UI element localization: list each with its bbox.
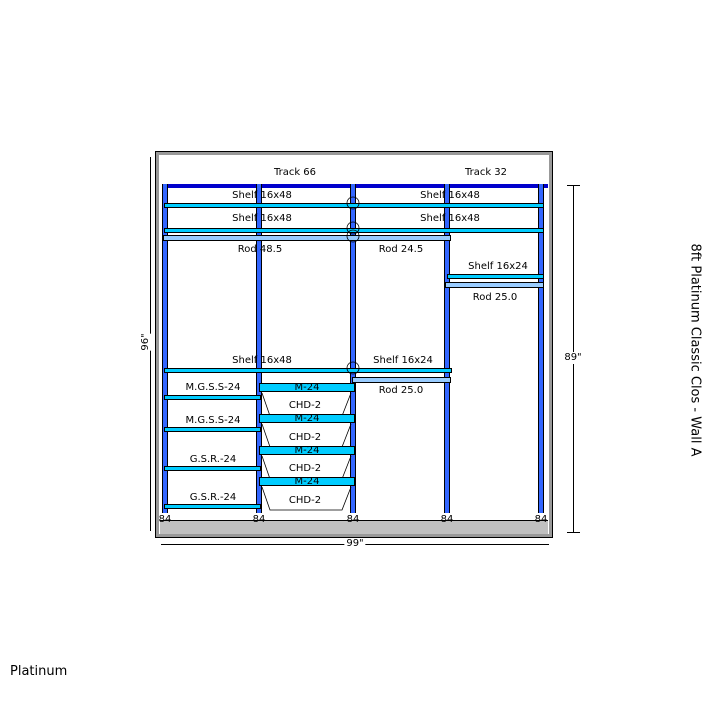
rod[interactable] <box>352 377 451 383</box>
shelf[interactable] <box>164 395 261 400</box>
shelf[interactable] <box>164 368 452 373</box>
upright[interactable] <box>444 184 450 513</box>
drawer-label: M-24 <box>294 476 320 487</box>
basket-label: CHD-2 <box>288 463 322 474</box>
shelf-label: Shelf 16x24 <box>373 355 433 366</box>
shelf[interactable] <box>164 504 261 509</box>
drawer[interactable]: M-24 <box>259 445 355 456</box>
upright-label: 84 <box>440 514 454 525</box>
shelf-label: Shelf 16x24 <box>468 261 528 272</box>
rod-label: Rod 24.5 <box>378 244 424 255</box>
wall-title: 8ft Platinum Classic Clos - Wall A <box>687 243 703 457</box>
shelf-label: Shelf 16x48 <box>232 190 292 201</box>
shelf-label: M.G.S.S-24 <box>185 415 241 426</box>
basket-label: CHD-2 <box>288 400 322 411</box>
shelf[interactable] <box>164 228 544 233</box>
upright-label: 84 <box>534 514 548 525</box>
shelf-label: Shelf 16x48 <box>420 213 480 224</box>
shelf-label: Shelf 16x48 <box>232 355 292 366</box>
shelf[interactable] <box>447 274 544 279</box>
dimension-label-right: 89" <box>564 352 582 364</box>
drawer-label: M-24 <box>294 382 320 393</box>
shelf-label: G.S.R.-24 <box>189 492 237 503</box>
rod-label: Rod 25.0 <box>378 385 424 396</box>
shelf[interactable] <box>164 466 261 471</box>
drawer[interactable]: M-24 <box>259 476 355 487</box>
upright[interactable] <box>162 184 168 513</box>
upright[interactable] <box>350 184 356 513</box>
drawer-label: M-24 <box>294 413 320 424</box>
drawer[interactable]: M-24 <box>259 382 355 393</box>
upright-label: 84 <box>346 514 360 525</box>
floor <box>160 520 548 534</box>
rod-label: Rod 48.5 <box>237 244 283 255</box>
shelf-label: Shelf 16x48 <box>232 213 292 224</box>
upright[interactable] <box>538 184 544 513</box>
track-label: Track 32 <box>464 167 508 178</box>
basket-label: CHD-2 <box>288 495 322 506</box>
upright-label: 84 <box>252 514 266 525</box>
dimension-label-bottom: 99" <box>344 538 366 550</box>
shelf[interactable] <box>164 427 261 432</box>
upright-label: 84 <box>158 514 172 525</box>
drawer[interactable]: M-24 <box>259 413 355 424</box>
drawer-label: M-24 <box>294 445 320 456</box>
rod[interactable] <box>445 282 544 288</box>
dimension-label-left: 96" <box>140 333 152 351</box>
rod[interactable] <box>163 235 451 241</box>
basket <box>261 486 352 511</box>
shelf[interactable] <box>164 203 544 208</box>
upright[interactable] <box>256 184 262 513</box>
rod-label: Rod 25.0 <box>472 292 518 303</box>
shelf-label: Shelf 16x48 <box>420 190 480 201</box>
footer-label: Platinum <box>10 664 68 679</box>
dimension-tick <box>567 185 580 186</box>
basket-label: CHD-2 <box>288 432 322 443</box>
shelf-label: G.S.R.-24 <box>189 454 237 465</box>
dimension-tick <box>567 532 580 533</box>
shelf-label: M.G.S.S-24 <box>185 382 241 393</box>
track-label: Track 66 <box>273 167 317 178</box>
